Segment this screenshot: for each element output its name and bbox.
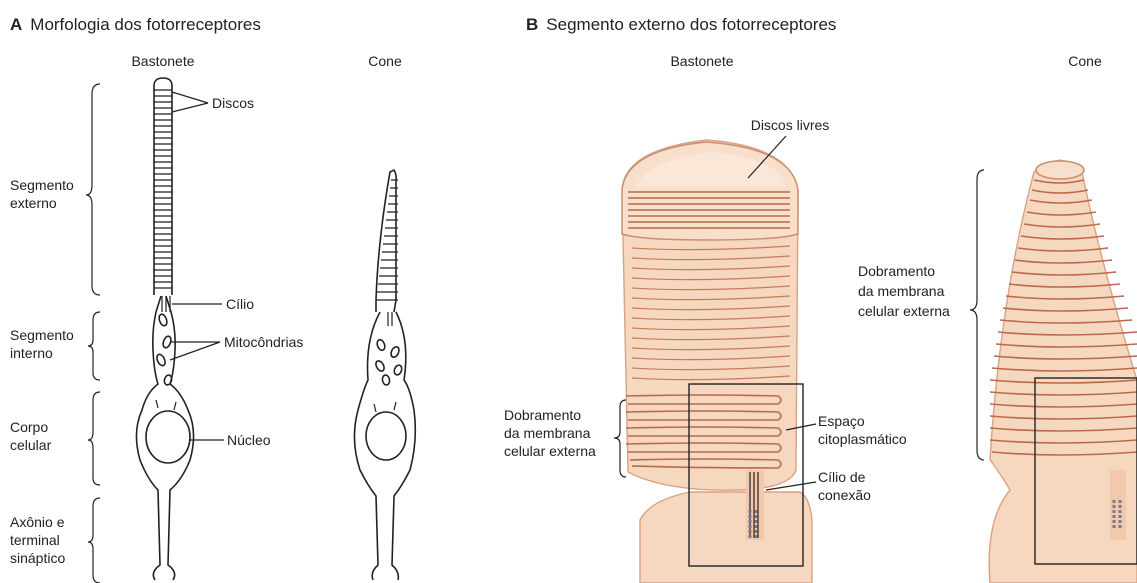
discos-pointer <box>172 92 208 112</box>
cone-outer-segment-b <box>989 160 1137 583</box>
label-nucleo: Núcleo <box>227 432 271 448</box>
cone-brace <box>970 170 984 460</box>
cone-mitochondria <box>374 339 403 386</box>
rod-brace <box>614 400 626 477</box>
region-braces <box>86 84 100 583</box>
panel-a-cone-label: Cone <box>368 53 402 69</box>
panel-a-rod-label: Bastonete <box>131 53 194 69</box>
panel-b-cone-label: Cone <box>1068 53 1102 69</box>
rod-discs <box>154 90 172 288</box>
panel-b-title: Segmento externo dos fotorreceptores <box>546 15 836 34</box>
rod-nucleus <box>146 411 190 463</box>
panel-a-letter: A <box>10 15 22 34</box>
panel-b-letter: B <box>526 15 538 34</box>
label-cilio: Cílio <box>226 296 254 312</box>
panel-b-rod-label: Bastonete <box>670 53 733 69</box>
label-mitocondrias: Mitocôndrias <box>224 334 303 350</box>
panel-a: A Morfologia dos fotorreceptores Bastonet… <box>10 15 415 583</box>
rod-mitochondria <box>155 313 172 386</box>
cone-discs <box>376 180 398 300</box>
cone-cell-a <box>354 170 415 580</box>
panel-b: B Segmento externo dos fotorreceptores Ba… <box>504 15 1137 583</box>
panel-a-title: Morfologia dos fotorreceptores <box>30 15 261 34</box>
rod-outer-segment-b <box>622 140 812 583</box>
label-discos: Discos <box>212 95 254 111</box>
rod-cell-a <box>136 78 193 580</box>
label-discos-livres: Discos livres <box>751 117 830 133</box>
cone-nucleus <box>366 412 406 460</box>
rod-free-discs <box>628 192 790 228</box>
mitocondrias-pointer <box>170 342 220 360</box>
